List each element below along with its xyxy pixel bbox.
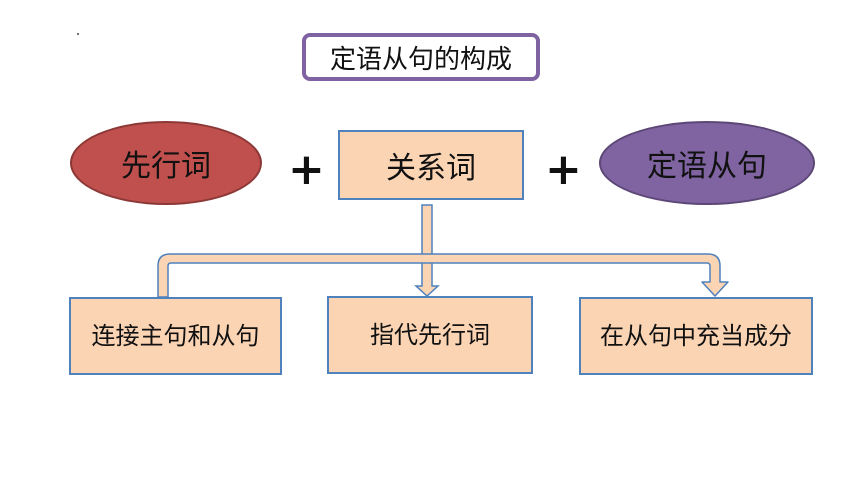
function-box-connect: 连接主句和从句 xyxy=(69,297,282,375)
stray-dot xyxy=(77,33,79,35)
bent-bracket-arrow xyxy=(157,253,729,298)
down-arrow-center xyxy=(414,204,440,298)
diagram-title-text: 定语从句的构成 xyxy=(329,44,512,75)
antecedent-ellipse: 先行词 xyxy=(70,121,262,205)
antecedent-label: 先行词 xyxy=(121,149,211,184)
attributive-clause-ellipse: 定语从句 xyxy=(599,121,815,205)
diagram-title: 定语从句的构成 xyxy=(302,33,540,81)
function-box-role: 在从句中充当成分 xyxy=(579,297,813,375)
plus-sign-2: + xyxy=(545,144,582,195)
function-box-refer: 指代先行词 xyxy=(327,296,533,374)
attributive-clause-label: 定语从句 xyxy=(647,149,767,184)
relative-word-label: 关系词 xyxy=(386,151,476,186)
function-label-refer: 指代先行词 xyxy=(370,320,490,349)
function-label-connect: 连接主句和从句 xyxy=(91,321,260,350)
relative-word-box: 关系词 xyxy=(338,130,524,200)
plus-sign-1: + xyxy=(288,144,325,195)
function-label-role: 在从句中充当成分 xyxy=(600,321,792,350)
